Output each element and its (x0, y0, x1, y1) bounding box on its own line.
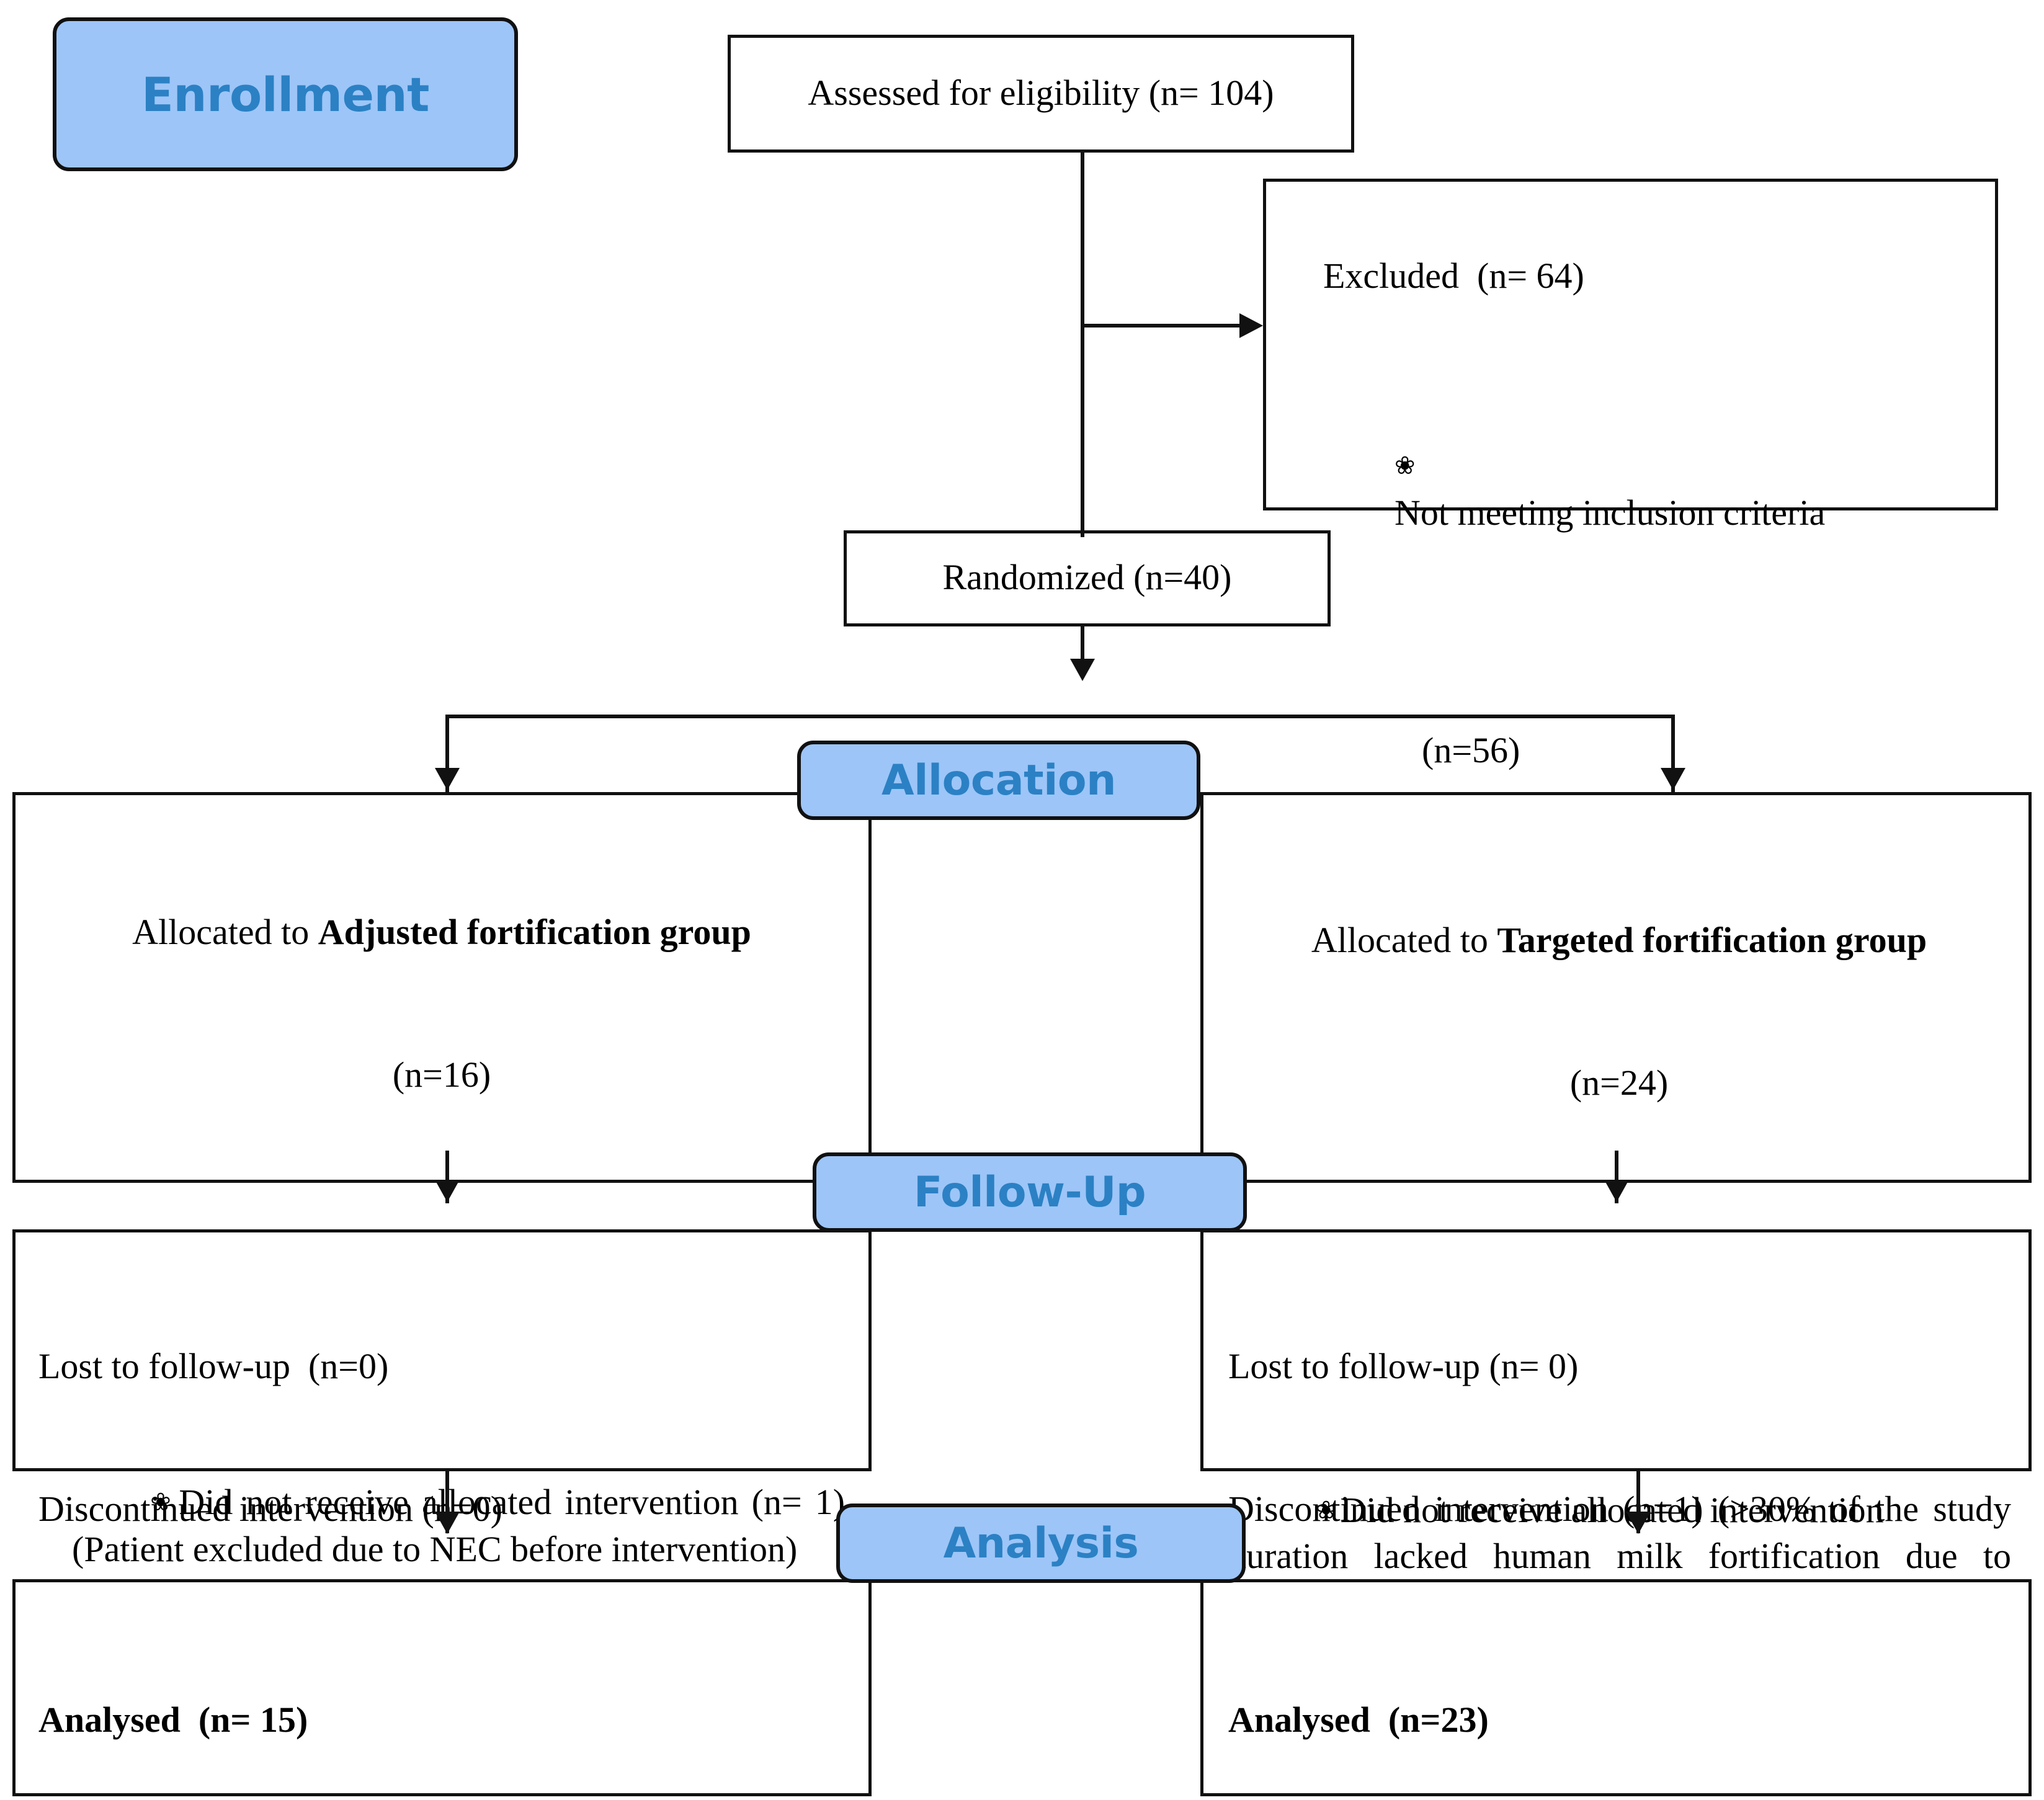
arrow-to-left-allocation (435, 768, 460, 790)
allocation-left-heading-bold: Adjusted fortification group (318, 912, 751, 953)
analysis-right-box (1200, 1579, 2032, 1796)
excluded-reason-0: Not meeting inclusion criteria (1395, 492, 1826, 533)
excluded-reason-continuation: (n=56) (1287, 679, 1982, 822)
arrow-right-alloc-to-followup (1604, 1180, 1629, 1202)
allocation-left-heading: Allocated to Adjusted fortification grou… (38, 909, 845, 956)
connector-right-alloc-to-followup (1615, 1151, 1618, 1203)
connector-split-right-drop (1671, 715, 1675, 795)
excluded-reason-row: ❀ Not meeting inclusion criteria (1287, 394, 1982, 584)
arrow-left-alloc-to-followup (435, 1180, 460, 1202)
allocation-right-heading: Allocated to Targeted fortification grou… (1228, 917, 2010, 965)
connector-right-followup-to-analysis (1636, 1471, 1640, 1533)
spiral-bullet-icon: ❀ (1395, 451, 1416, 480)
analysis-left-box (12, 1579, 872, 1796)
excluded-title: Excluded (n= 64) (1323, 255, 1584, 296)
allocation-right-item-row: ❀Did not receive allocated intervention (1228, 1439, 2010, 1582)
connector-split-bar (445, 715, 1675, 718)
followup-left-line-1: Discontinued intervention (n=0) (38, 1488, 502, 1529)
allocation-left-item-1: Did not receive allocated intervention (… (72, 1481, 854, 1570)
excluded-box (1263, 179, 1998, 510)
assessed-for-eligibility-box (728, 35, 1354, 153)
connector-randomized-stem (1081, 626, 1084, 664)
analysis-left-analysed: Analysed (n= 15) (38, 1700, 308, 1740)
analysis-right-analysed: Analysed (n=23) (1228, 1700, 1489, 1740)
stage-banner-analysis-label: Analysis (943, 1518, 1139, 1568)
allocation-left-heading-prefix: Allocated to (132, 912, 318, 953)
assessed-for-eligibility-text: Assessed for eligibility (n= 104) (808, 73, 1274, 113)
spiral-bullet-icon: ❀ (1316, 1495, 1337, 1525)
followup-right-line-1: Lost to follow-up (n= 0) (1228, 1346, 1579, 1387)
arrow-right-followup-to-analysis (1626, 1512, 1651, 1534)
connector-left-followup-to-analysis (445, 1471, 449, 1533)
allocation-right-box (1200, 792, 2032, 1183)
connector-split-left-drop (445, 715, 449, 795)
stage-banner-analysis: Analysis (836, 1504, 1246, 1583)
allocation-left-item-row: ❀Did not receive allocated intervention … (38, 1431, 845, 1621)
arrow-to-excluded-box (1239, 313, 1263, 338)
stage-banner-followup: Follow-Up (813, 1152, 1247, 1232)
allocation-left-box (12, 792, 872, 1183)
followup-left-box (12, 1229, 872, 1471)
allocation-right-count: (n=24) (1569, 1062, 1669, 1103)
analysis-left-text: Analysed (n= 15) ❀Excluded from analysis… (38, 1602, 845, 1800)
allocation-right-heading-prefix: Allocated to (1311, 920, 1497, 961)
randomized-text: Randomized (n=40) (942, 557, 1232, 597)
spiral-bullet-icon: ❀ (150, 1487, 176, 1517)
analysis-right-text: Analysed (n=23) ❀Excluded from analysis … (1228, 1602, 2011, 1800)
connector-left-alloc-to-followup (445, 1151, 449, 1203)
stage-banner-followup-label: Follow-Up (913, 1167, 1146, 1217)
stage-banner-enrollment-label: Enrollment (141, 66, 430, 122)
excluded-reason-1: (n=56) (1422, 730, 1520, 771)
connector-assessed-to-randomized (1081, 153, 1084, 537)
allocation-right-item-1: Did not receive allocated intervention (1340, 1489, 1884, 1530)
stage-banner-enrollment: Enrollment (53, 17, 518, 171)
allocation-left-count: (n=16) (392, 1054, 491, 1095)
randomized-box (844, 530, 1331, 626)
followup-left-line-0: Lost to follow-up (n=0) (38, 1346, 389, 1387)
followup-left-text: Lost to follow-up (n=0) Discontinued int… (38, 1248, 845, 1628)
stage-banner-allocation: Allocation (797, 741, 1200, 820)
followup-right-box (1200, 1229, 2032, 1471)
stage-banner-allocation-label: Allocation (881, 755, 1117, 805)
arrow-randomized-split (1070, 659, 1095, 681)
arrow-to-right-allocation (1661, 768, 1685, 790)
arrow-left-followup-to-analysis (435, 1512, 460, 1534)
allocation-right-heading-bold: Targeted fortification group (1497, 920, 1927, 961)
connector-assessed-to-excluded (1081, 324, 1248, 327)
